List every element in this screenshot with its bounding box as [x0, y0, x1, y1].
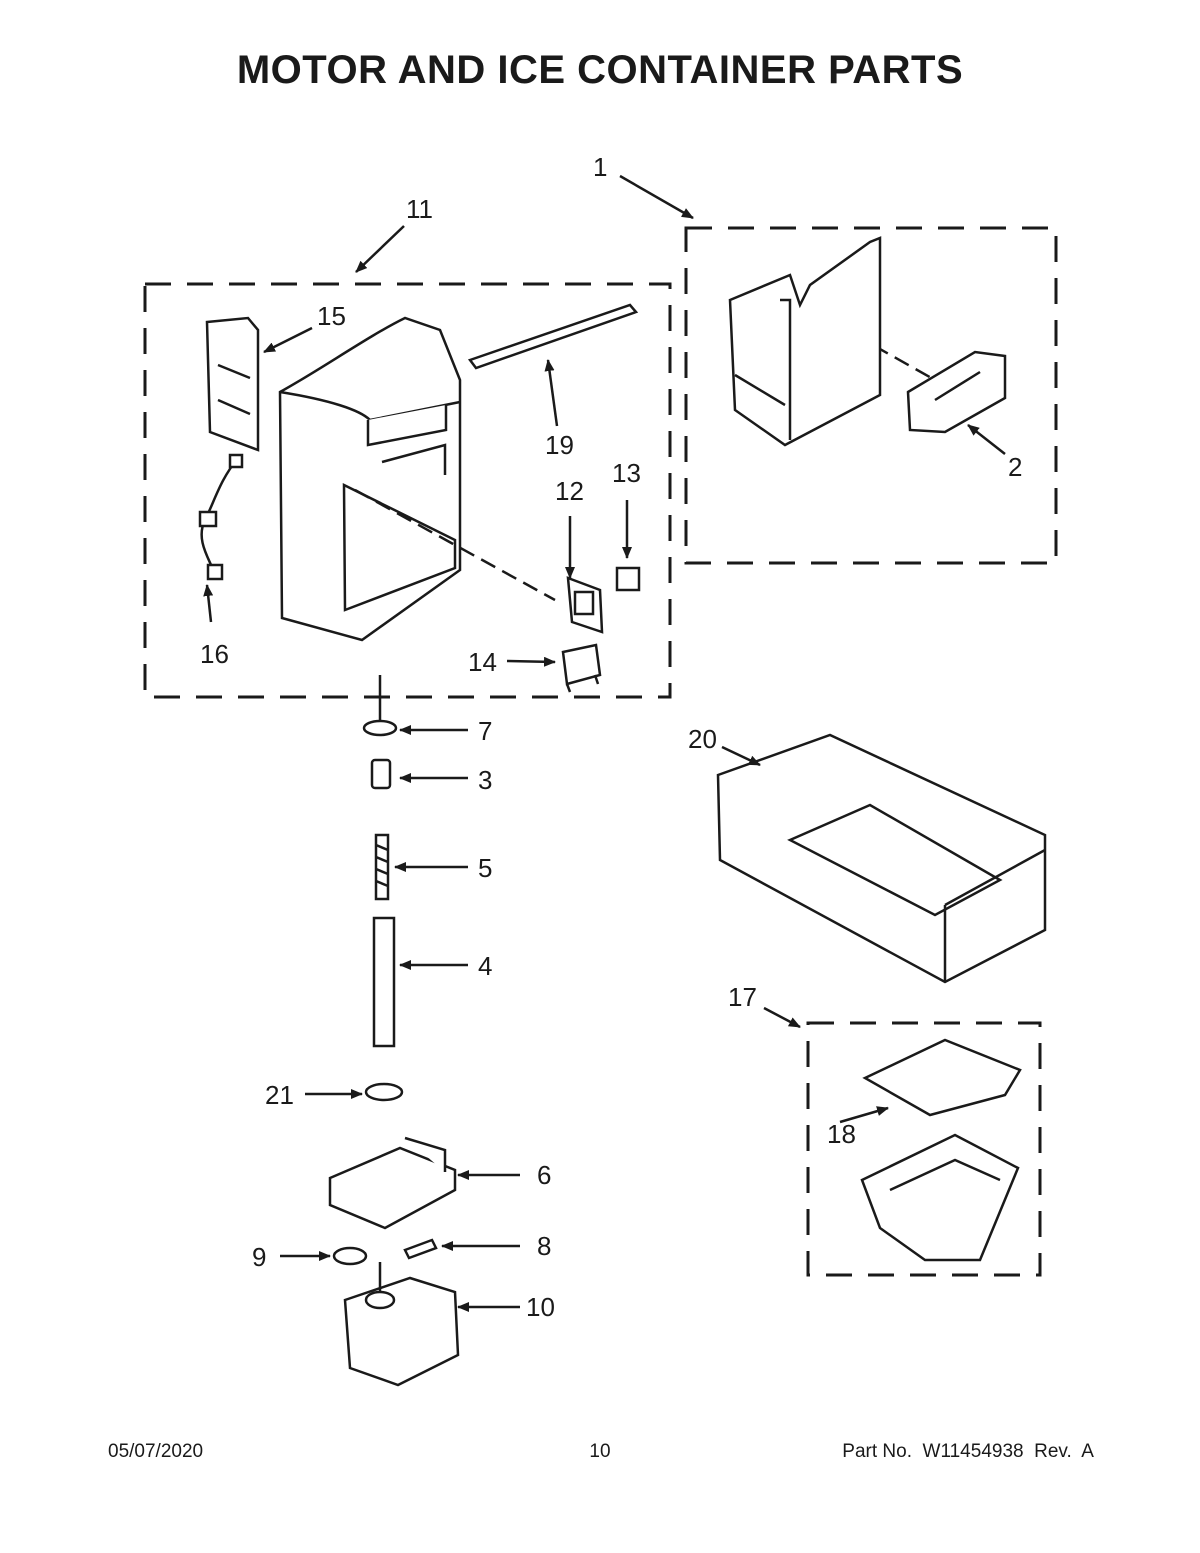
footer-page-number: 10 [589, 1441, 611, 1462]
callout-4: 4 [478, 951, 492, 981]
callout-10: 10 [526, 1292, 555, 1322]
part-16-wire-harness [198, 453, 244, 581]
alignment-line-bucket [831, 320, 936, 382]
part-18-gasket [862, 1038, 1022, 1117]
part-21-washer [364, 1082, 404, 1102]
part-3-coupler [370, 758, 392, 790]
part-8-spacer [403, 1238, 438, 1260]
part-11-housing [278, 316, 462, 642]
callout-18: 18 [827, 1119, 856, 1149]
part-6-motor-mount [328, 1136, 457, 1230]
part-7-washer [362, 719, 398, 737]
footer-date: 05/07/2020 [108, 1441, 204, 1462]
callout-3: 3 [478, 765, 492, 795]
callout-21: 21 [265, 1080, 294, 1110]
footer-part-number: Part No. W11454938 Rev. A [842, 1441, 1094, 1462]
part-10-motor [343, 1262, 460, 1387]
alignment-line-housing [354, 488, 556, 602]
leader-15 [263, 326, 313, 354]
part-20-ice-maker [716, 733, 1047, 984]
group-box-11 [143, 282, 672, 699]
callout-6: 6 [537, 1160, 551, 1190]
drive-shaft-assembly [362, 675, 404, 1102]
callout-1: 1 [593, 152, 607, 182]
leader-1 [619, 174, 694, 220]
leader-20 [721, 745, 761, 767]
group-box-17 [806, 1021, 1042, 1277]
callout-11: 11 [406, 194, 433, 224]
callout-5: 5 [478, 853, 492, 883]
part-9-washer [332, 1246, 368, 1266]
callout-20: 20 [688, 724, 717, 754]
leader-16 [203, 584, 214, 623]
part-13-switch [615, 566, 641, 592]
callout-17: 17 [728, 982, 757, 1012]
part-2-bucket-bracket [906, 350, 1007, 434]
callout-19: 19 [545, 430, 574, 460]
part-1-ice-bucket [728, 236, 882, 447]
page-title: MOTOR AND ICE CONTAINER PARTS [236, 48, 964, 92]
callout-7: 7 [478, 716, 492, 746]
callout-13: 13 [612, 458, 641, 488]
leader-2 [967, 424, 1006, 455]
callout-16: 16 [200, 639, 229, 669]
part-17-container [860, 1133, 1020, 1262]
callout-15: 15 [317, 301, 346, 331]
leader-18 [839, 1106, 889, 1124]
callout-8: 8 [537, 1231, 551, 1261]
part-19-gasket [467, 303, 639, 370]
group-box-1 [684, 226, 1058, 565]
callout-12: 12 [555, 476, 584, 506]
callout-14: 14 [468, 647, 497, 677]
leader-11 [355, 225, 405, 273]
leader-17 [763, 1006, 801, 1029]
callout-2: 2 [1008, 452, 1022, 482]
part-12-bracket [566, 576, 604, 634]
part-15-panel [205, 316, 260, 452]
leader-14 [506, 656, 556, 667]
part-4-shaft [372, 916, 396, 1048]
callout-9: 9 [252, 1242, 266, 1272]
part-14-relay [561, 643, 602, 693]
leader-19 [544, 359, 559, 427]
